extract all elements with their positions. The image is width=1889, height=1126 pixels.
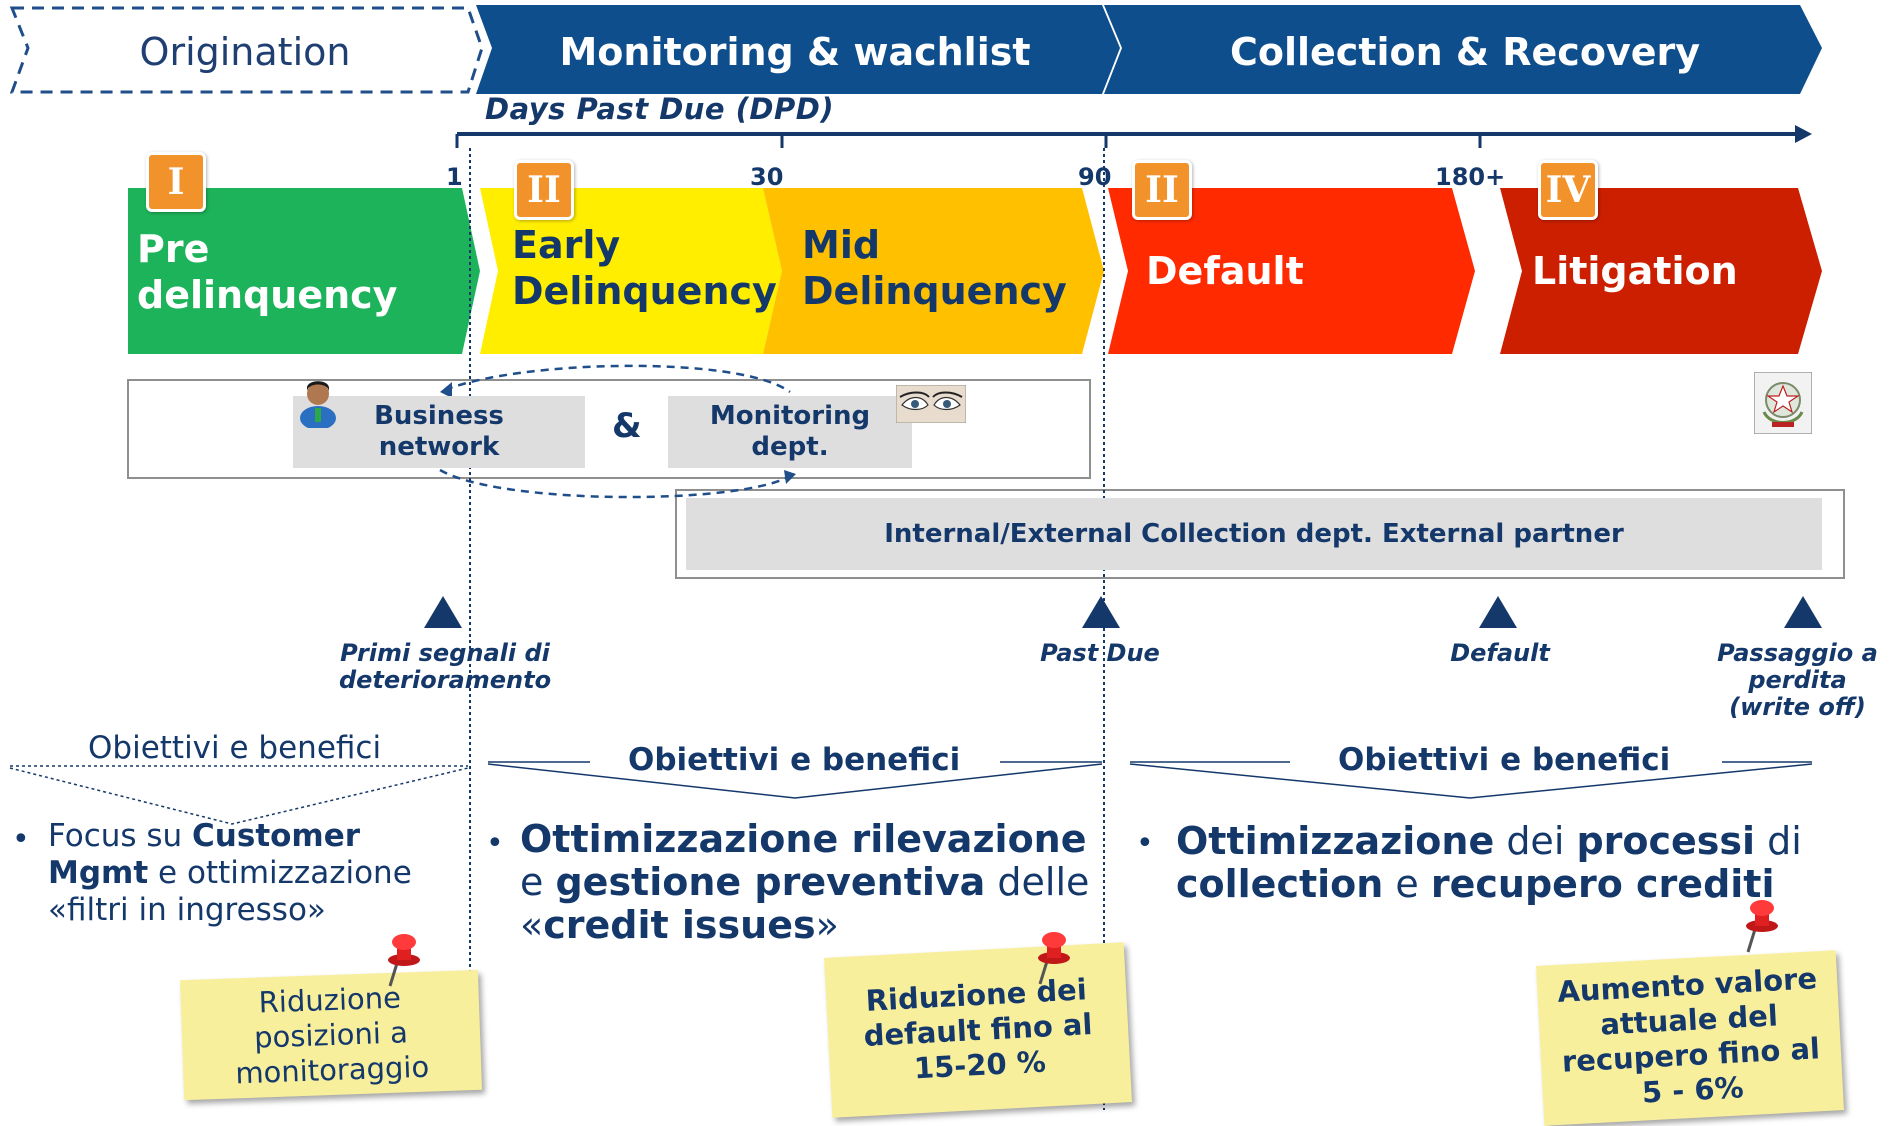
stage-arrow-litigation — [1500, 188, 1822, 354]
bullet-right: Ottimizzazione dei processi di collectio… — [1176, 820, 1826, 906]
phase-origination: Origination — [139, 30, 351, 74]
bullet-right-b2: processi — [1576, 819, 1756, 863]
marker-label-default: Default — [1450, 639, 1550, 667]
bullet-mid-b1: Ottimizzazione rilevazione — [520, 817, 1087, 861]
bullet-dot-right: • — [1136, 826, 1154, 861]
sticky-note-right: Aumento valore attuale del recupero fino… — [1536, 950, 1844, 1126]
bullet-mid-b2: gestione preventiva — [555, 860, 986, 904]
marker-triangle-writeoff — [1784, 596, 1822, 628]
stage-pre-line2: delinquency — [137, 273, 398, 317]
objectives-title-right: Obiettivi e benefici — [1338, 742, 1671, 778]
stage-label-early: Early Delinquency — [512, 222, 777, 314]
phase-monitoring: Monitoring & wachlist — [559, 30, 1031, 74]
left-obj-funnel — [9, 767, 469, 825]
business-person-icon — [300, 381, 336, 428]
stage-label-mid: Mid Delinquency — [802, 222, 1067, 314]
cycle-arrowhead-top — [440, 382, 452, 398]
bullet-mid: Ottimizzazione rilevazione e gestione pr… — [520, 818, 1100, 947]
dpd-title: Days Past Due (DPD) — [485, 92, 835, 126]
stage-arrow-pre — [128, 188, 480, 354]
bullet-left-b1: Customer Mgmt — [48, 818, 361, 891]
mid-obj-funnel — [487, 763, 1103, 799]
marker-triangle-default — [1479, 596, 1517, 628]
bullet-left: Focus su Customer Mgmt e ottimizzazione … — [48, 818, 458, 929]
cycle-arrow-bottom — [439, 468, 791, 499]
objectives-title-mid: Obiettivi e benefici — [628, 742, 961, 778]
marker-triangle-pastdue — [1082, 596, 1120, 628]
dpd-tick-label-1: 1 — [446, 163, 463, 191]
stage-mid-line2: Delinquency — [802, 269, 1067, 313]
pushpin-left-icon — [388, 934, 420, 987]
stage-early-line1: Early — [512, 223, 621, 267]
bullet-dot-left: • — [12, 822, 30, 857]
monitoring-chevron — [476, 5, 1120, 94]
collection-chevron — [1104, 5, 1822, 94]
bullet-left-p1: Focus su — [48, 818, 193, 854]
sticky-note-mid: Riduzione dei default fino al 15-20 % — [824, 942, 1132, 1118]
stage-early-line2: Delinquency — [512, 269, 777, 313]
stage-badge-pre: I — [146, 152, 206, 212]
dpd-tick-label-30: 30 — [750, 163, 784, 191]
business-network-box: Business network — [293, 396, 585, 468]
pushpin-mid-icon — [1038, 932, 1070, 985]
stage-arrow-mid — [763, 188, 1104, 354]
roles-ampersand: & — [612, 406, 642, 446]
stage-badge-early: II — [514, 160, 574, 220]
bullet-right-b3: collection — [1176, 862, 1384, 906]
stage-arrow-early — [480, 188, 782, 354]
bullet-right-b4: recupero crediti — [1430, 862, 1775, 906]
marker-label-signals: Primi segnali di deterioramento — [338, 639, 552, 694]
marker-label-pastdue: Past Due — [1040, 639, 1160, 667]
bullet-right-b1: Ottimizzazione — [1176, 819, 1495, 863]
marker-label-writeoff: Passaggio a perdita (write off) — [1717, 639, 1878, 721]
sticky-note-mid-text: Riduzione dei default fino al 15-20 % — [862, 971, 1094, 1085]
collection-dept-box: Internal/External Collection dept. Exter… — [686, 498, 1822, 570]
bullet-mid-p3: » — [815, 903, 839, 947]
stage-label-default: Default — [1146, 249, 1304, 293]
origination-chevron — [9, 6, 484, 94]
roles-outline-box — [127, 379, 1091, 479]
stage-badge-litigation: IV — [1538, 160, 1598, 220]
bullet-left-p2: e ottimizzazione «filtri in ingresso» — [48, 855, 412, 928]
stage-mid-line1: Mid — [802, 223, 881, 267]
stage-arrow-default — [1108, 188, 1475, 354]
marker-triangle-signals — [424, 596, 462, 628]
bullet-dot-mid: • — [486, 826, 504, 861]
sticky-note-left-text: Riduzione posizioni a monitoraggio — [234, 980, 430, 1090]
bullet-right-p1: dei — [1494, 819, 1577, 863]
bullet-mid-p1: e — [520, 860, 556, 904]
sticky-note-left: Riduzione posizioni a monitoraggio — [179, 969, 483, 1101]
bullet-mid-p2: delle « — [520, 860, 1090, 947]
bullet-mid-b3: credit issues — [543, 903, 816, 947]
stage-label-litigation: Litigation — [1532, 249, 1738, 293]
dpd-axis-arrowhead — [1795, 125, 1812, 143]
collection-outline-box — [675, 489, 1845, 579]
sticky-note-right-text: Aumento valore attuale del recupero fino… — [1556, 961, 1821, 1110]
stage-label-pre: Pre delinquency — [137, 226, 397, 318]
cycle-arrowhead-bottom — [784, 470, 796, 484]
dpd-tick-label-90: 90 — [1078, 163, 1112, 191]
bullet-right-p3: e — [1383, 862, 1431, 906]
cycle-arrow-top — [444, 364, 791, 394]
monitoring-dept-box: Monitoring dept. — [668, 396, 912, 468]
stage-badge-default: II — [1132, 160, 1192, 220]
objectives-title-left: Obiettivi e benefici — [88, 730, 382, 766]
right-obj-funnel — [1129, 763, 1813, 799]
state-emblem-icon — [1754, 372, 1812, 434]
monitoring-eyes-image — [896, 385, 966, 423]
stage-pre-line1: Pre — [137, 227, 210, 271]
phase-collection: Collection & Recovery — [1229, 30, 1700, 74]
dpd-tick-label-180: 180+ — [1435, 163, 1506, 191]
bullet-right-p2: di — [1755, 819, 1802, 863]
pushpin-right-icon — [1746, 900, 1778, 953]
